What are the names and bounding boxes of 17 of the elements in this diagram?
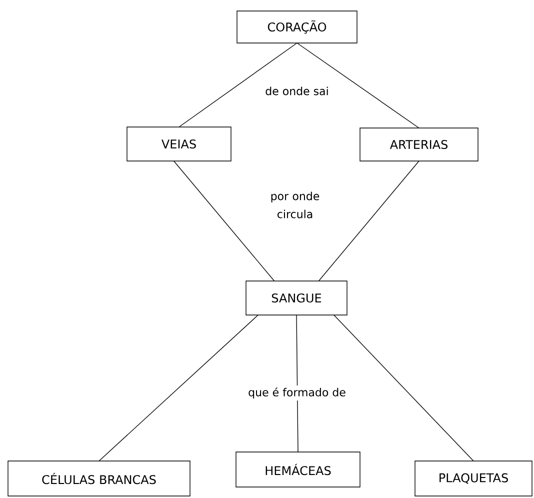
concept-box: CÉLULAS BRANCAS [8, 460, 190, 496]
concept-box: ARTERIAS [360, 128, 478, 162]
connector-line [334, 314, 474, 462]
edge-label: por onde circula [262, 190, 328, 220]
concept-box: PLAQUETAS [414, 460, 532, 496]
connector-line [98, 314, 258, 462]
concept-box: HEMÁCEAS [236, 452, 360, 488]
connector-line [318, 160, 420, 282]
edge-label: de onde sai [263, 84, 331, 98]
connector-line [173, 160, 275, 282]
connector-line [296, 314, 298, 452]
concept-box: SANGUE [246, 280, 348, 316]
concept-box: CORAÇÃO [236, 10, 358, 44]
edge-label: que é formado de [246, 385, 348, 401]
connector-line [178, 42, 298, 128]
connector-line [296, 42, 420, 128]
concept-box: VEIAS [126, 126, 232, 162]
